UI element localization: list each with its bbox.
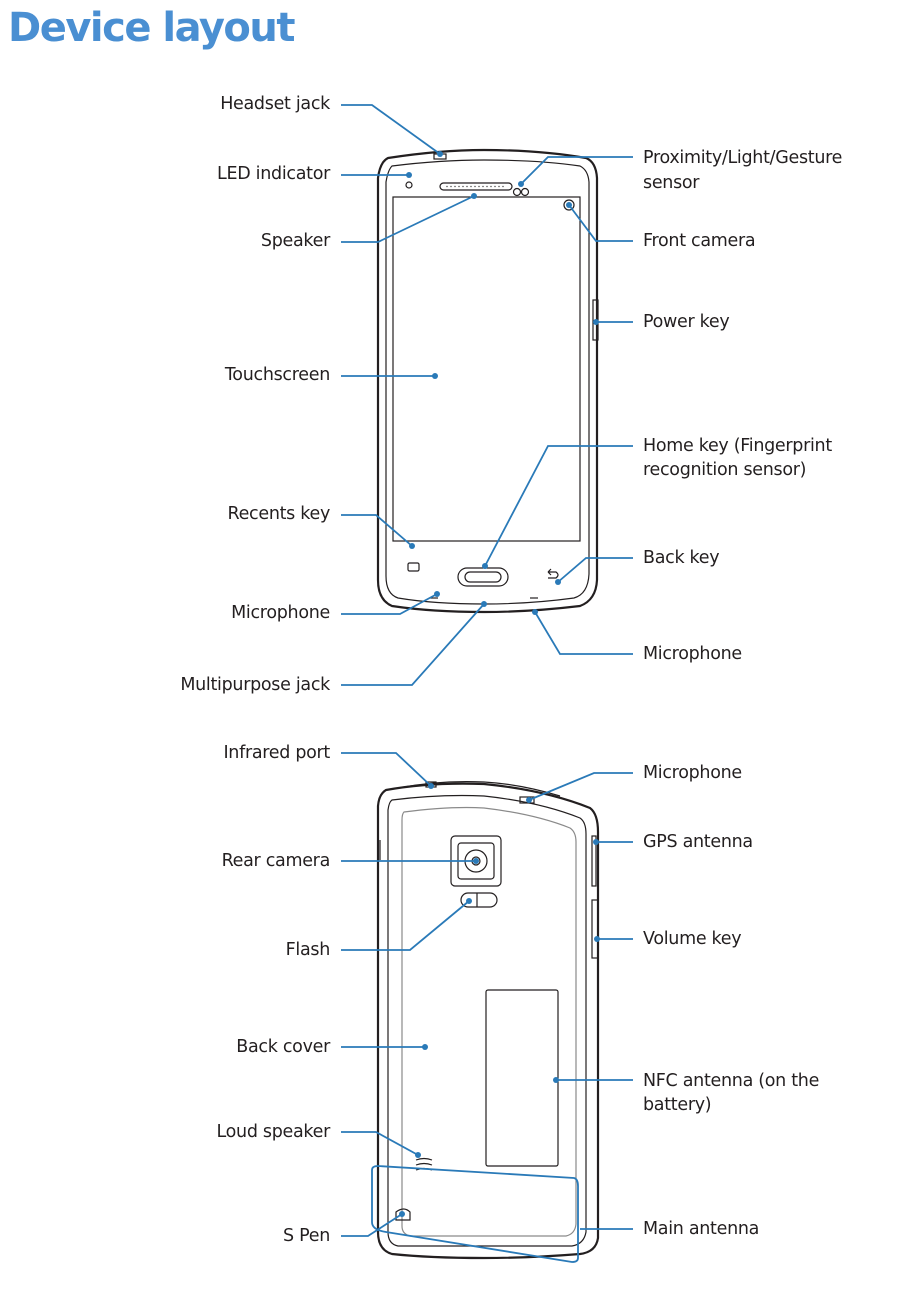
label-home-key-line2: recognition sensor) — [643, 460, 807, 480]
label-s-pen: S Pen — [283, 1226, 330, 1246]
label-multipurpose-jack: Multipurpose jack — [180, 675, 330, 695]
label-front-camera: Front camera — [643, 231, 756, 251]
label-touchscreen: Touchscreen — [224, 365, 330, 385]
label-microphone-bottom-right: Microphone — [643, 644, 742, 664]
label-proximity-sensor-line1: Proximity/Light/Gesture — [643, 148, 843, 168]
front-leader-lines — [341, 104, 633, 686]
label-rear-camera: Rear camera — [221, 851, 331, 871]
label-microphone-top: Microphone — [643, 763, 742, 783]
front-phone-illustration — [376, 148, 599, 614]
label-power-key: Power key — [643, 312, 730, 332]
label-back-key: Back key — [643, 548, 720, 568]
label-microphone-bottom-left: Microphone — [231, 603, 330, 623]
label-flash: Flash — [285, 940, 331, 960]
back-phone-illustration — [376, 781, 600, 1260]
label-infrared-port: Infrared port — [223, 743, 330, 763]
label-back-cover: Back cover — [236, 1037, 330, 1057]
label-headset-jack: Headset jack — [220, 94, 330, 114]
label-gps-antenna: GPS antenna — [643, 832, 753, 852]
label-proximity-sensor-line2: sensor — [643, 173, 700, 193]
label-speaker: Speaker — [260, 231, 330, 251]
label-main-antenna: Main antenna — [643, 1219, 760, 1239]
label-home-key-line1: Home key (Fingerprint — [643, 436, 832, 456]
label-nfc-antenna-line1: NFC antenna (on the — [643, 1071, 820, 1091]
label-nfc-antenna-line2: battery) — [643, 1095, 712, 1115]
label-volume-key: Volume key — [643, 929, 742, 949]
label-recents-key: Recents key — [227, 504, 331, 524]
label-loud-speaker: Loud speaker — [216, 1122, 331, 1142]
back-leader-lines — [341, 752, 633, 1263]
page-title: Device layout — [8, 5, 296, 51]
label-led-indicator: LED indicator — [217, 164, 330, 184]
